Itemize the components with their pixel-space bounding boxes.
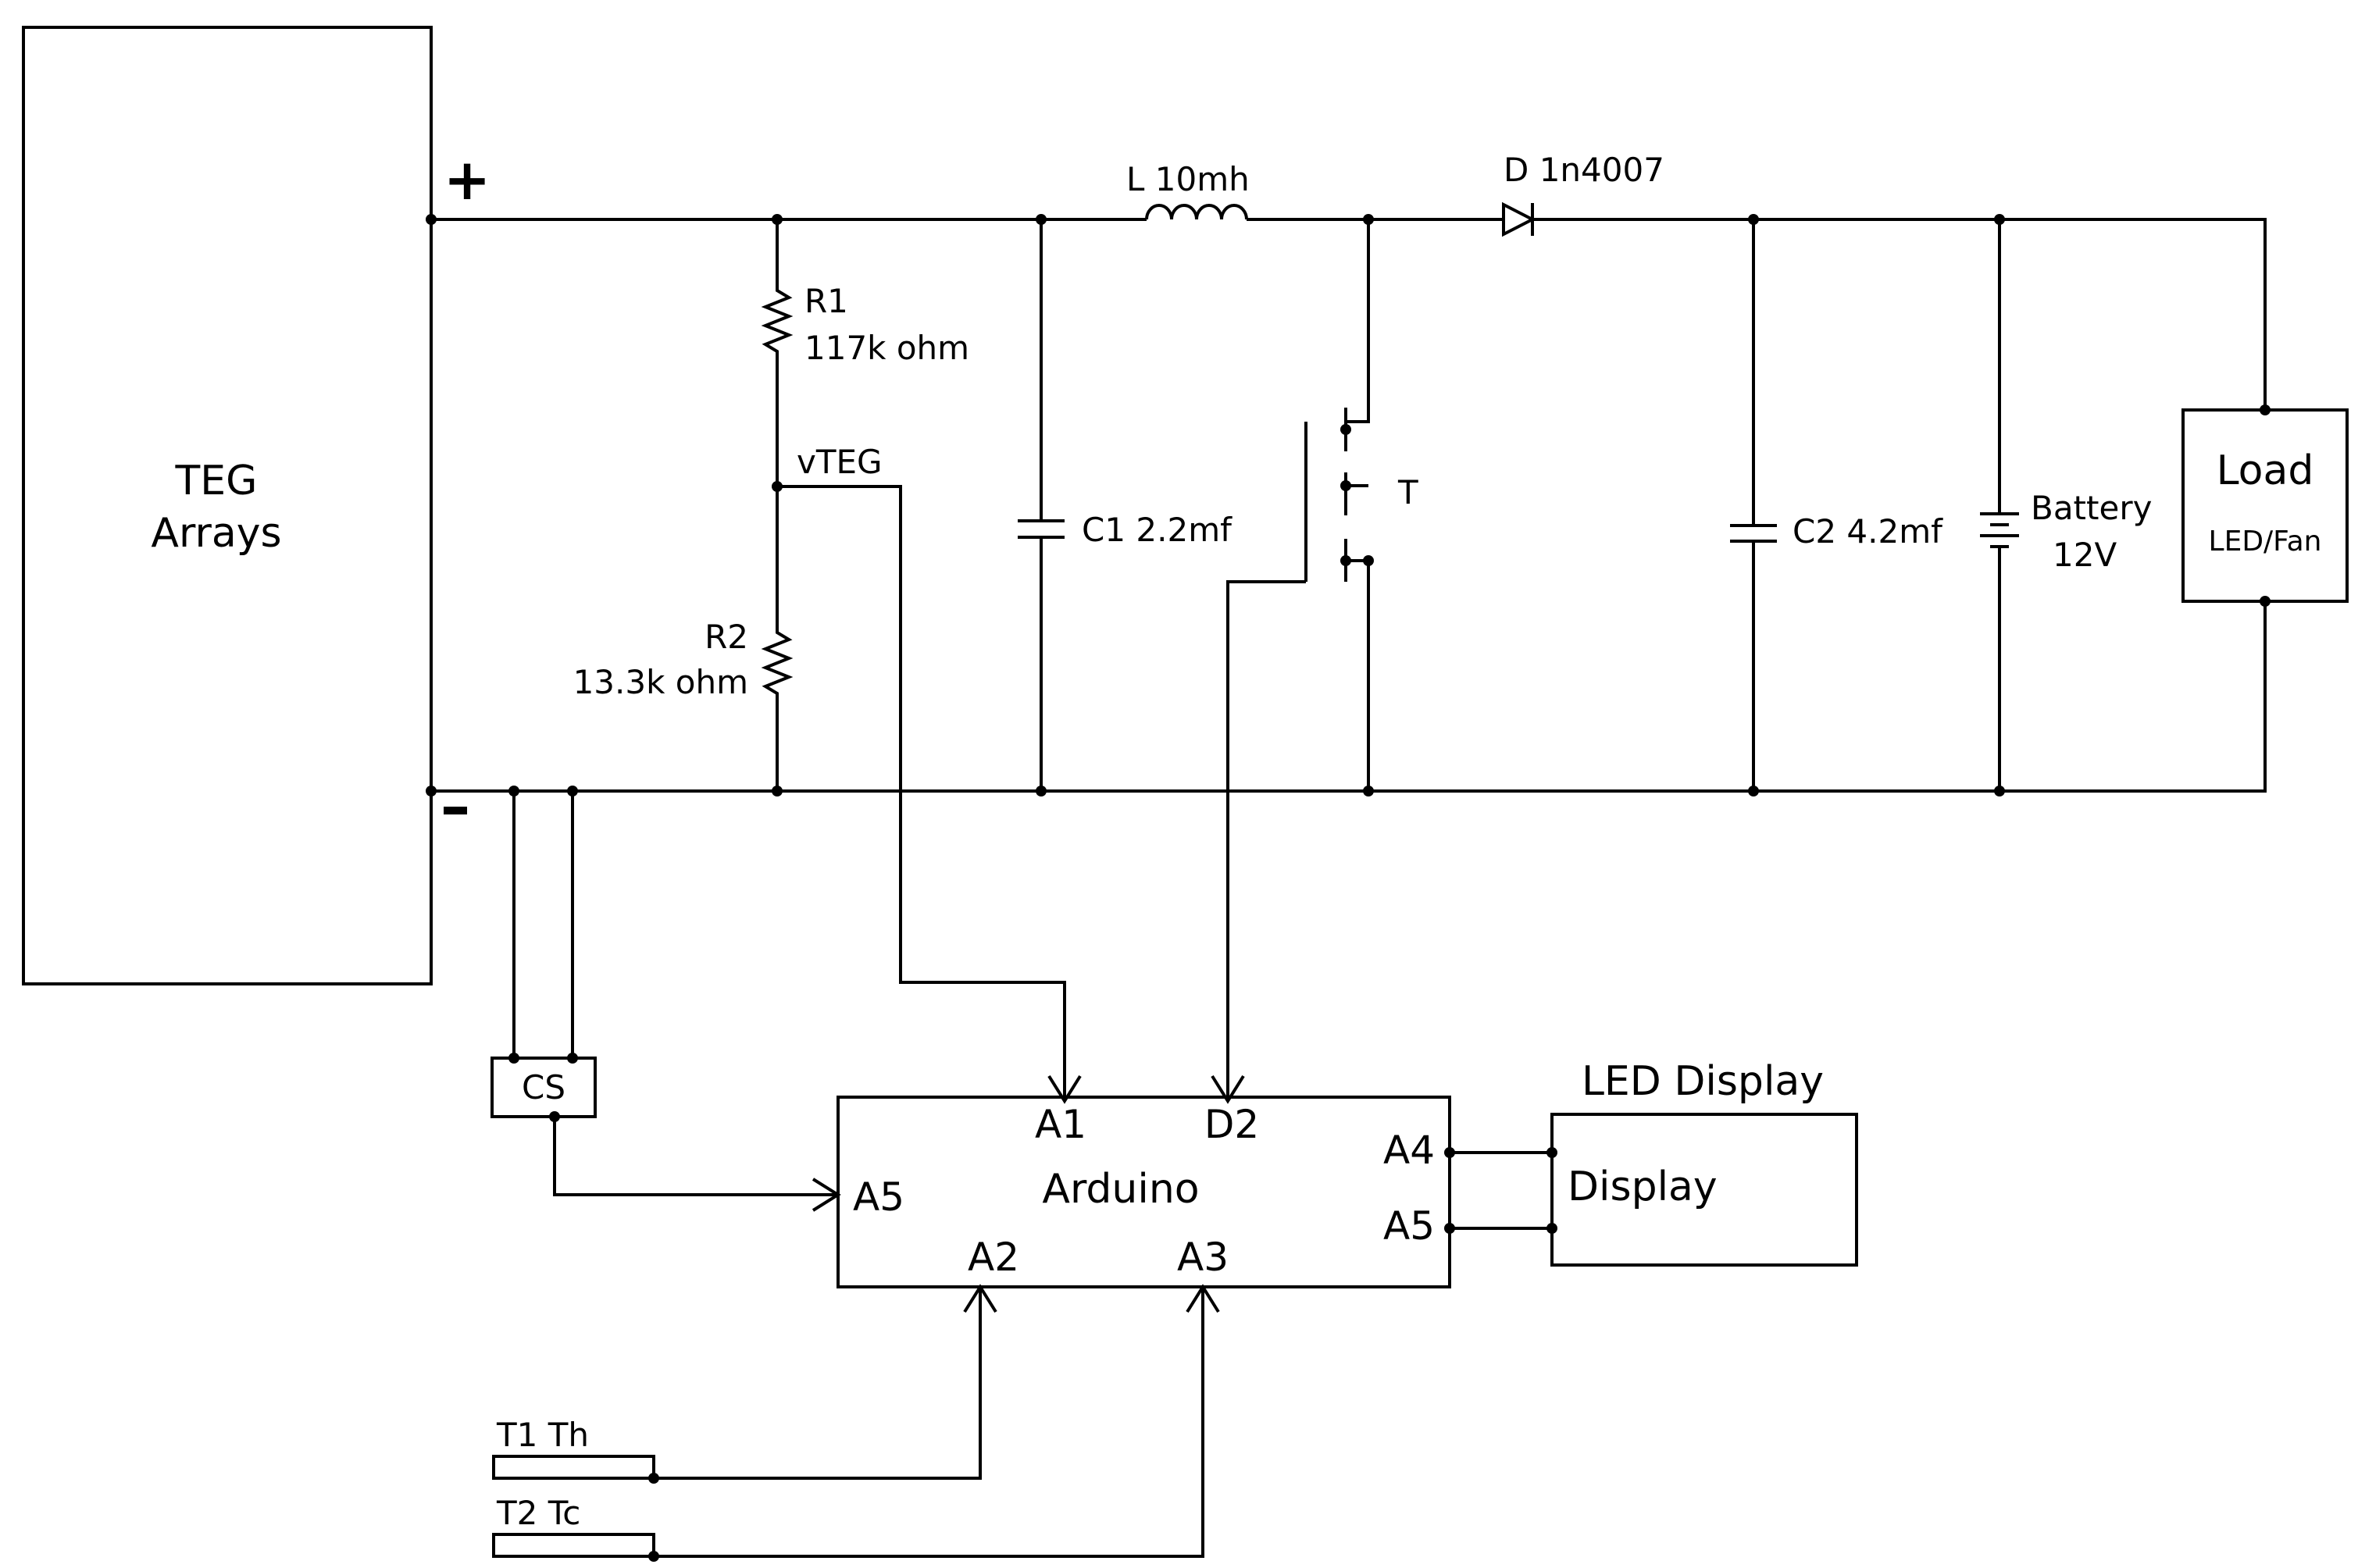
load-box [2181,408,2349,603]
t1-sensor [492,1455,655,1480]
junction-dot [1363,214,1374,225]
i2c-wires [1450,1151,1552,1230]
teg-label-line2: Arrays [151,510,281,557]
junction-dot [1546,1223,1557,1234]
r2-name: R2 [705,618,748,656]
led-display-label: Display [1568,1164,1718,1210]
arduino-title: Arduino [1042,1166,1199,1213]
t2-wire [654,1287,1204,1558]
r1-name: R1 [804,282,848,320]
a3-arrow [1186,1284,1220,1313]
junction-dot [1036,786,1047,796]
junction-dot [772,214,783,225]
junction-dot [1340,424,1351,435]
load-subtitle: LED/Fan [2209,526,2322,558]
gate-wire [1226,580,1306,1101]
c2-label: C2 4.2mf [1793,512,1943,551]
load-title: Load [2217,447,2314,494]
resistor-divider [761,219,794,791]
cs-box [491,1057,597,1118]
junction-dot [1340,480,1351,491]
junction-dot [549,1111,560,1122]
teg-label-line1: TEG [175,458,258,504]
junction-dot [1340,555,1351,566]
junction-dot [772,786,783,796]
junction-dot [1994,214,2005,225]
battery-label-line1: Battery [2031,489,2152,527]
battery-label-line2: 12V [2053,536,2117,574]
vteg-wire [777,485,1066,1101]
junction-dot [426,214,437,225]
t2-sensor [492,1533,655,1558]
vteg-label: vTEG [797,443,883,481]
junction-dot [508,786,519,796]
teg-arrays-box [22,26,433,985]
junction-dot [2260,596,2271,607]
inductor-label: L 10mh [1126,160,1250,198]
capacitor-c2 [1730,219,1777,791]
t1-label: T1 Th [496,1416,589,1454]
led-display-box [1550,1113,1858,1267]
junction-dot [1363,786,1374,796]
r1-value: 117k ohm [804,329,969,367]
pin-a5-right: A5 [1383,1203,1435,1249]
transistor-label: T [1397,473,1418,511]
diode-label: D 1n4007 [1504,151,1664,189]
junction-dot [2260,404,2271,415]
cs-output-wire [553,1117,838,1196]
d2-arrow [1211,1074,1245,1104]
pin-a1: A1 [1035,1102,1086,1147]
battery-symbol [1980,219,2019,791]
junction-dot [426,786,437,796]
top-rail-right [1532,218,2267,410]
junction-dot [648,1551,659,1562]
pin-a2: A2 [968,1235,1019,1280]
junction-dots [426,214,2271,1562]
junction-dot [1444,1147,1455,1158]
t1-wire [654,1287,982,1480]
a2-arrow [963,1284,997,1313]
junction-dot [567,786,578,796]
pin-d2: D2 [1204,1102,1259,1147]
junction-dot [1994,786,2005,796]
teg-plus-terminal: + [444,147,491,212]
a1-arrow [1047,1074,1082,1104]
junction-dot [772,481,783,492]
junction-dot [508,1053,519,1064]
junction-dot [1546,1147,1557,1158]
led-display-heading: LED Display [1582,1058,1824,1105]
transistor-symbol [1344,219,1370,791]
junction-dot [1748,214,1759,225]
junction-dot [1363,555,1374,566]
junction-dot [1444,1223,1455,1234]
cs-leads [512,791,574,1058]
pin-a4: A4 [1383,1128,1435,1173]
junction-dot [567,1053,578,1064]
junction-dot [1748,786,1759,796]
c1-label: C1 2.2mf [1082,511,1233,549]
cs-label: CS [522,1068,565,1107]
diode-symbol [1502,201,1536,237]
pin-a5-left: A5 [853,1174,904,1220]
teg-minus-terminal [444,807,467,814]
r2-value: 13.3k ohm [573,663,748,701]
t2-label: T2 Tc [496,1494,580,1532]
capacitor-c1 [1018,219,1065,791]
pin-a3: A3 [1177,1235,1229,1280]
junction-dot [648,1473,659,1484]
inductor-symbol [1145,204,1248,220]
arduino-box [837,1096,1451,1288]
junction-dot [1036,214,1047,225]
